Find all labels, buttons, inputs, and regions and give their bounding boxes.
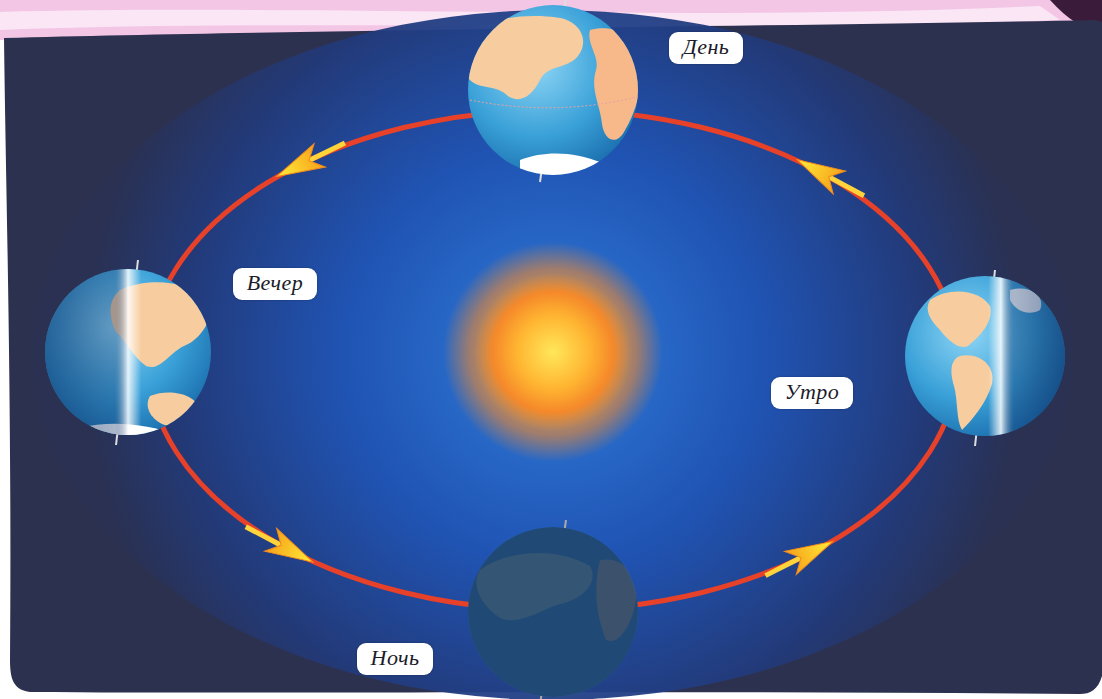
earth-globe: [45, 269, 211, 435]
arrow-head: [784, 530, 839, 575]
continents: [457, 16, 641, 190]
time-of-day-label: День: [683, 34, 730, 60]
continents: [905, 276, 1065, 436]
arrow-head: [264, 528, 319, 573]
time-of-day-label: Вечер: [247, 270, 304, 296]
orbit-arrow: [760, 530, 840, 588]
earth-evening: [45, 260, 211, 445]
orbit-arrow: [240, 515, 319, 573]
terminator-shade: [905, 276, 1065, 436]
earth-globe: [468, 527, 638, 697]
label-box: Вечер: [233, 268, 318, 300]
arrow-head: [271, 144, 326, 188]
label-box: Ночь: [357, 643, 434, 675]
orbit-arrow: [271, 131, 351, 188]
continents: [45, 269, 211, 440]
continent: [457, 16, 583, 99]
antarctica: [520, 153, 600, 190]
terminator-shade: [45, 269, 211, 435]
label-box: День: [669, 32, 744, 64]
earth-morning: [905, 270, 1065, 446]
continents: [468, 527, 638, 697]
arrow-head: [791, 148, 846, 194]
night-shade: [468, 527, 638, 697]
orbit-arrow: [791, 148, 870, 207]
sun: [473, 272, 633, 432]
earth-night: [468, 520, 638, 699]
time-of-day-label: Ночь: [371, 645, 420, 671]
time-of-day-label: Утро: [785, 379, 840, 405]
earth-globe: [905, 276, 1065, 436]
earth-day: [457, 0, 641, 190]
label-box: Утро: [771, 377, 854, 409]
equator: [470, 96, 640, 108]
continent: [589, 28, 641, 140]
sun-halo: [443, 242, 663, 462]
